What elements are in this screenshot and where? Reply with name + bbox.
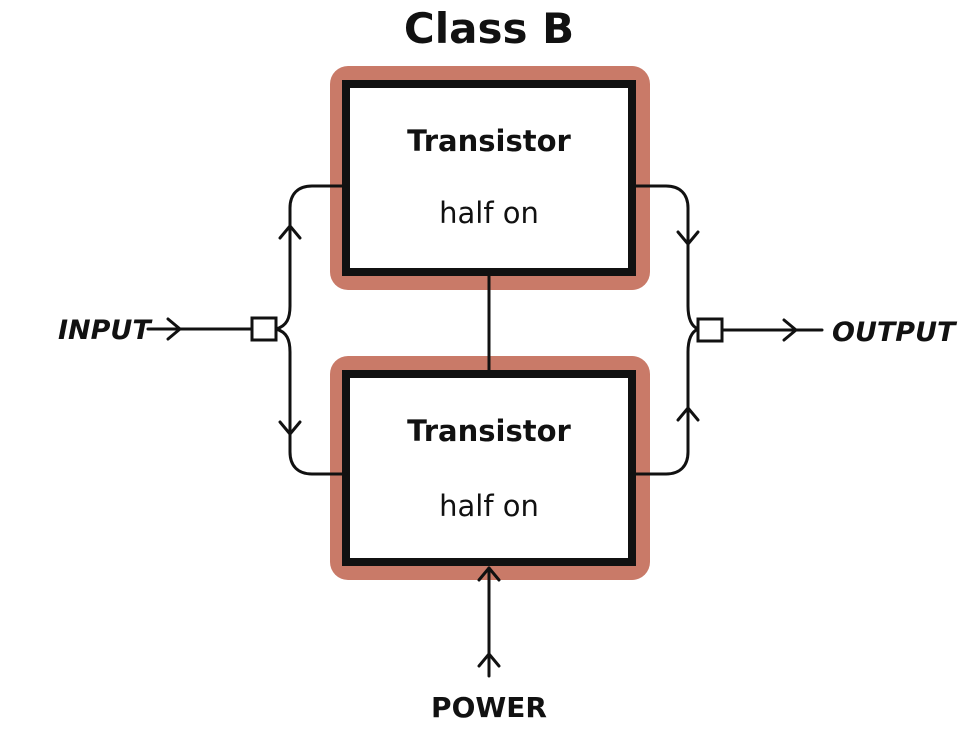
input-lower-arrow-icon xyxy=(278,420,302,436)
upper-transistor-box xyxy=(342,80,636,276)
input-junction xyxy=(250,316,278,342)
diagram-title: Class B xyxy=(404,4,574,53)
output-label: OUTPUT xyxy=(832,317,958,348)
power-label: POWER xyxy=(431,691,547,724)
lower-transistor-title: Transistor xyxy=(407,414,571,448)
input-upper-arrow-icon xyxy=(278,224,302,240)
output-lower-arrow-icon xyxy=(676,406,700,422)
output-arrow-icon xyxy=(782,318,798,342)
lower-transistor-box xyxy=(342,370,636,566)
output-upper-arrow-icon xyxy=(676,230,700,246)
output-junction xyxy=(696,317,724,343)
upper-transistor-state: half on xyxy=(439,196,539,230)
output-path-lower xyxy=(630,327,700,476)
power-upper-arrow-icon xyxy=(477,566,501,582)
upper-transistor-title: Transistor xyxy=(407,124,571,158)
upper-transistor-block: Transistor half on xyxy=(342,80,636,276)
power-lower-arrow-icon xyxy=(477,652,501,668)
input-path-lower xyxy=(274,327,348,476)
lower-transistor-state: half on xyxy=(439,489,539,523)
input-arrow-icon xyxy=(166,317,182,341)
lower-transistor-block: Transistor half on xyxy=(342,370,636,566)
input-path-upper xyxy=(274,184,348,331)
output-path-upper xyxy=(630,184,700,331)
input-label: INPUT xyxy=(58,315,153,346)
